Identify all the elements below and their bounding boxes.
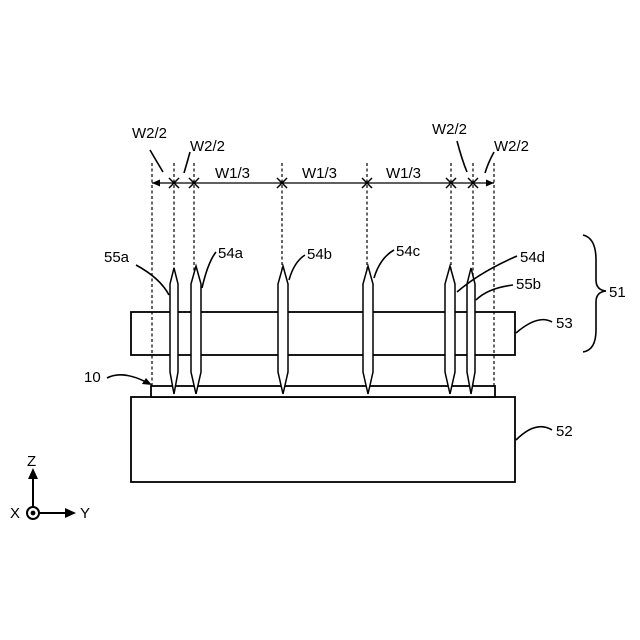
- leader-w2-right-inner: [457, 141, 467, 172]
- leader-54a: [202, 252, 216, 288]
- layer-10: [151, 386, 495, 397]
- label-w2-right-outer: W2/2: [494, 138, 529, 155]
- label-54c: 54c: [396, 243, 421, 260]
- spike-54d: [445, 266, 455, 394]
- brace-51: [583, 235, 606, 352]
- label-52: 52: [556, 423, 573, 440]
- arrow-10: [107, 375, 152, 385]
- label-55a: 55a: [104, 249, 130, 266]
- label-10: 10: [84, 369, 101, 386]
- block-53: [131, 312, 515, 355]
- label-w2-right-inner: W2/2: [432, 121, 467, 138]
- leader-53: [516, 320, 552, 333]
- spike-55b: [467, 268, 475, 394]
- axis-indicator: Z X Y: [10, 453, 90, 522]
- axis-x-label: X: [10, 505, 20, 522]
- leader-w2-right-outer: [485, 152, 494, 173]
- label-w2-left-outer: W2/2: [132, 125, 167, 142]
- leader-54b: [289, 255, 305, 280]
- label-54d: 54d: [520, 249, 545, 266]
- axis-x-dot: [31, 511, 36, 516]
- spike-54a: [191, 266, 201, 394]
- label-54b: 54b: [307, 246, 332, 263]
- label-55b: 55b: [516, 276, 541, 293]
- leader-52: [516, 427, 552, 440]
- label-w2-left-inner: W2/2: [190, 138, 225, 155]
- spike-54c: [363, 266, 373, 394]
- label-w1-c: W1/3: [386, 165, 421, 182]
- leader-54c: [374, 250, 394, 278]
- leader-54d: [457, 256, 517, 292]
- leader-w2-left-inner: [184, 152, 190, 173]
- label-53: 53: [556, 315, 573, 332]
- label-w1-a: W1/3: [215, 165, 250, 182]
- axis-z-label: Z: [27, 453, 36, 470]
- spike-55a: [170, 268, 178, 394]
- block-52: [131, 397, 515, 482]
- label-w1-b: W1/3: [302, 165, 337, 182]
- label-51: 51: [609, 284, 626, 301]
- spike-54b: [278, 266, 288, 394]
- axis-y-label: Y: [80, 505, 90, 522]
- label-54a: 54a: [218, 245, 244, 262]
- axis-y-arrowhead: [65, 508, 76, 518]
